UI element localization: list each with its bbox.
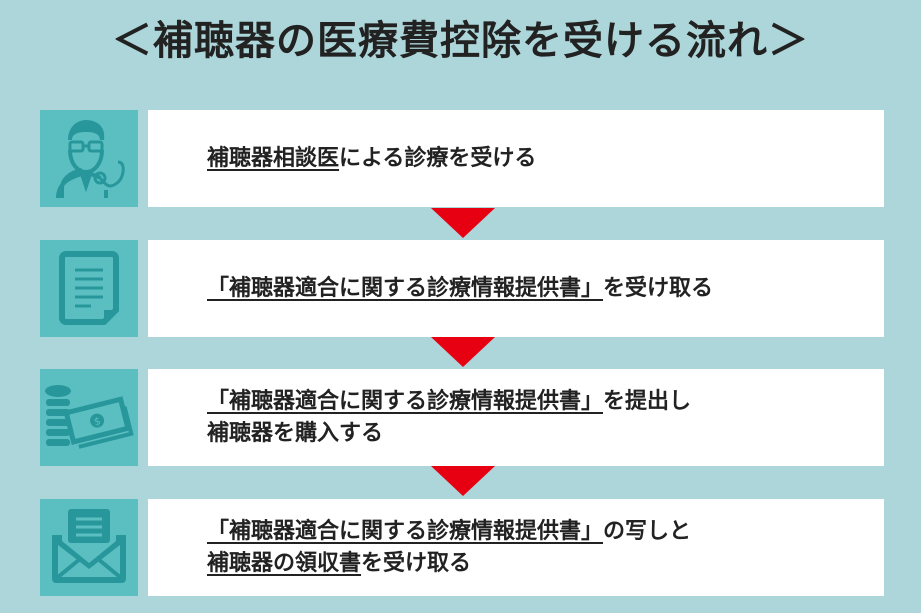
step-text: による診療を受ける [339, 145, 537, 171]
step-text: を受け取る [361, 550, 472, 576]
underlined-text: 補聴器の領収書 [207, 550, 362, 576]
step-text-box: 「補聴器適合に関する診療情報提供書」を受け取る [148, 240, 884, 337]
step-text: の写しと [603, 518, 692, 544]
doctor-icon [40, 110, 138, 207]
step-text: 補聴器を購入する [207, 420, 384, 446]
envelope-icon [40, 499, 138, 596]
money-icon: $ [40, 369, 138, 466]
underlined-text: 補聴器相談医 [207, 145, 340, 171]
step-text: を提出し [603, 388, 692, 414]
underlined-text: 「補聴器適合に関する診療情報提供書」 [207, 388, 604, 414]
svg-text:$: $ [93, 416, 102, 428]
page-title: ＜補聴器の医療費控除を受ける流れ＞ [112, 18, 809, 64]
step-text-box: 「補聴器適合に関する診療情報提供書」を提出し 補聴器を購入する [148, 369, 884, 466]
underlined-text: 「補聴器適合に関する診療情報提供書」 [207, 275, 604, 301]
down-arrow [431, 466, 495, 496]
down-arrow [431, 208, 495, 238]
step-text: を受け取る [603, 275, 714, 301]
step-text-box: 補聴器相談医による診療を受ける [148, 110, 884, 207]
underlined-text: 「補聴器適合に関する診療情報提供書」 [207, 518, 604, 544]
document-icon [40, 240, 138, 337]
down-arrow [431, 337, 495, 367]
step-text-box: 「補聴器適合に関する診療情報提供書」の写しと 補聴器の領収書を受け取る [148, 499, 884, 596]
